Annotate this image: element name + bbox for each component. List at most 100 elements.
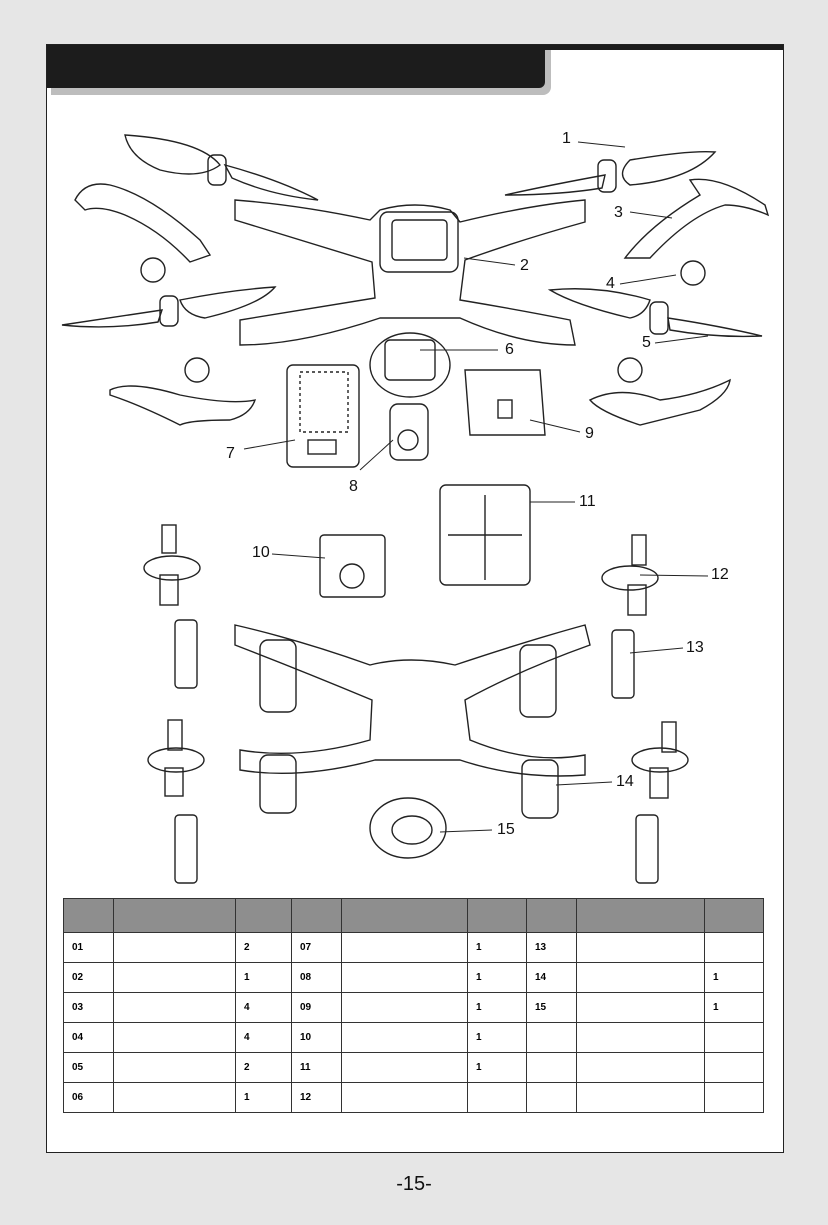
part-no: 10	[291, 1022, 342, 1053]
part-qty: 1	[467, 962, 527, 993]
header-tab	[47, 45, 545, 88]
part-no: 06	[63, 1082, 114, 1113]
part-qty: 4	[235, 1022, 292, 1053]
part-no: 02	[63, 962, 114, 993]
part-name	[341, 1082, 468, 1113]
header-cell	[291, 898, 342, 933]
header-cell	[63, 898, 114, 933]
part-qty	[704, 1052, 764, 1083]
landing-leg-top-left	[74, 183, 212, 263]
part-name	[576, 1082, 705, 1113]
propeller-top-left	[124, 134, 319, 201]
part-name	[341, 962, 468, 993]
motor-seat	[631, 721, 689, 799]
callout-6: 6	[505, 341, 514, 358]
callout-15: 15	[497, 821, 515, 838]
motor	[635, 814, 659, 884]
part-name	[113, 992, 236, 1023]
part-name	[113, 1052, 236, 1083]
part-qty: 1	[704, 992, 764, 1023]
landing-leg-bottom-right	[588, 378, 731, 426]
part-name	[113, 1082, 236, 1113]
camera-frame	[319, 534, 386, 598]
exploded-parts-diagram	[61, 134, 770, 884]
propeller-top-right	[504, 150, 717, 196]
header-cell	[341, 898, 468, 933]
table-row: 06 1 12	[63, 1082, 764, 1113]
battery-holder	[369, 332, 451, 398]
part-qty: 1	[467, 932, 527, 963]
part-no: 04	[63, 1022, 114, 1053]
header-rule	[47, 45, 783, 50]
header-cell	[526, 898, 577, 933]
motor	[174, 814, 198, 884]
part-qty	[704, 932, 764, 963]
rubber-foot	[184, 357, 210, 383]
circuit-board	[464, 369, 546, 436]
part-no: 14	[526, 962, 577, 993]
lens-cover	[369, 797, 447, 859]
callout-11: 11	[579, 493, 596, 510]
part-qty: 1	[235, 962, 292, 993]
callout-5: 5	[642, 334, 651, 351]
part-qty: 2	[235, 1052, 292, 1083]
part-no	[526, 1052, 577, 1083]
part-name	[576, 992, 705, 1023]
callout-10: 10	[252, 544, 270, 561]
motor-seat	[601, 534, 659, 616]
callout-2: 2	[520, 257, 529, 274]
motor-seat	[143, 524, 201, 606]
callout-3: 3	[614, 204, 623, 221]
part-no: 01	[63, 932, 114, 963]
callout-4: 4	[606, 275, 615, 292]
camera-module	[389, 403, 429, 461]
battery	[286, 364, 360, 468]
part-no: 11	[291, 1052, 342, 1083]
landing-leg-bottom-left	[109, 385, 257, 426]
page-number: -15-	[396, 1173, 432, 1195]
propeller-mid-right	[547, 288, 763, 338]
callout-12: 12	[711, 566, 729, 583]
part-name	[576, 962, 705, 993]
part-qty: 4	[235, 992, 292, 1023]
part-name	[576, 932, 705, 963]
part-no: 09	[291, 992, 342, 1023]
body-shell	[234, 199, 586, 346]
part-no: 03	[63, 992, 114, 1023]
part-qty: 1	[235, 1082, 292, 1113]
part-name	[341, 1052, 468, 1083]
part-qty: 2	[235, 932, 292, 963]
callout-13: 13	[686, 639, 704, 656]
part-no: 07	[291, 932, 342, 963]
header-cell	[113, 898, 236, 933]
part-qty	[704, 1022, 764, 1053]
table-row: 02 1 08 1 14 1	[63, 962, 764, 993]
part-name	[341, 1022, 468, 1053]
callout-9: 9	[585, 425, 594, 442]
propeller-mid-left	[61, 286, 277, 328]
part-no	[526, 1082, 577, 1113]
part-name	[341, 992, 468, 1023]
header-cell	[576, 898, 705, 933]
part-name	[113, 962, 236, 993]
part-qty: 1	[704, 962, 764, 993]
part-name	[576, 1052, 705, 1083]
parts-table: 01 2 07 1 13 02 1 08 1 14 1 03 4 09 1 15…	[63, 898, 764, 1113]
part-name	[113, 1022, 236, 1053]
callout-14: 14	[616, 773, 634, 790]
part-qty: 1	[467, 1022, 527, 1053]
rubber-foot	[140, 257, 166, 283]
header-cell	[704, 898, 764, 933]
part-name	[576, 1022, 705, 1053]
inner-frame	[439, 484, 531, 586]
part-name	[113, 932, 236, 963]
motor	[174, 619, 198, 689]
header-cell	[235, 898, 292, 933]
motor	[611, 629, 635, 699]
part-no: 05	[63, 1052, 114, 1083]
part-no: 12	[291, 1082, 342, 1113]
callout-8: 8	[349, 478, 358, 495]
rubber-foot	[680, 260, 706, 286]
header-cell	[467, 898, 527, 933]
part-qty: 1	[467, 992, 527, 1023]
